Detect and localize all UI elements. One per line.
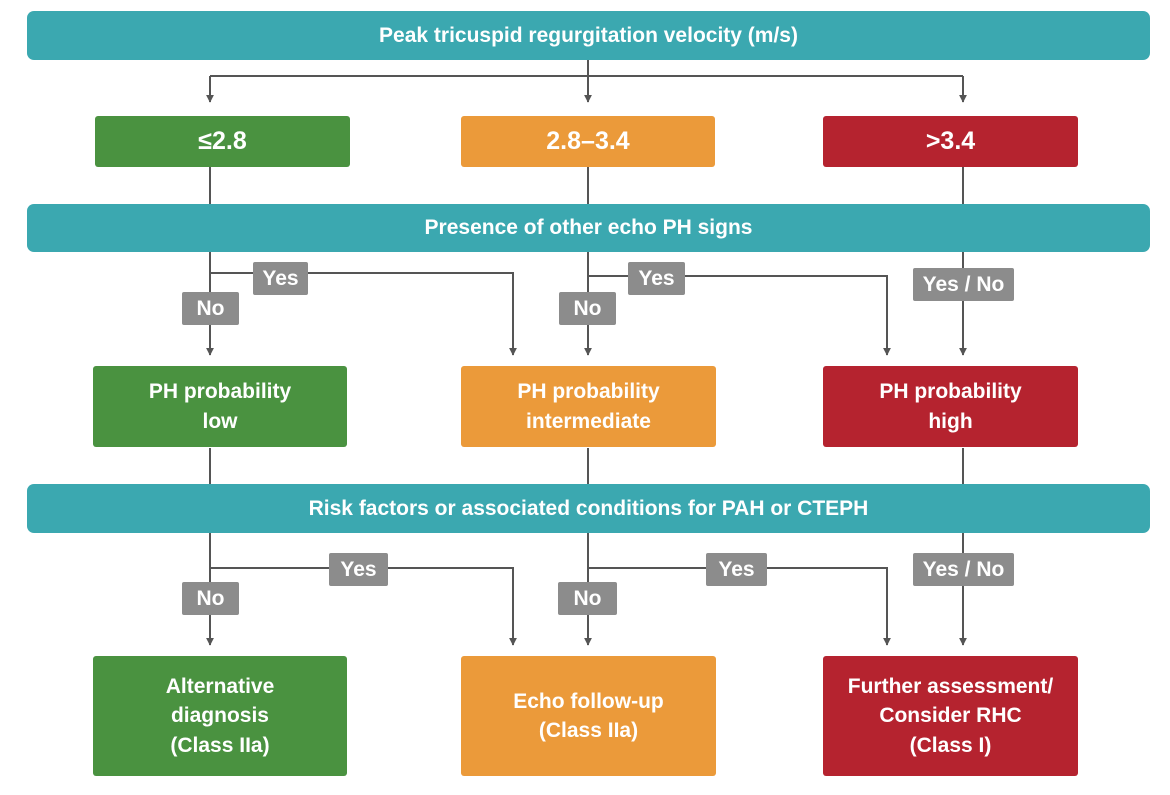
yes-label-2: Yes [628, 262, 685, 295]
risk-factors-band: Risk factors or associated conditions fo… [27, 484, 1150, 533]
yes-label-4: Yes [706, 553, 767, 586]
outcome-alternative-diagnosis-box: Alternative diagnosis (Class IIa) [93, 656, 347, 776]
outcome-alt-line3: (Class IIa) [170, 733, 270, 757]
outcome-further-line2: Consider RHC [879, 704, 1022, 728]
yes-no-label-2: Yes / No [913, 553, 1014, 586]
range-intermediate-box: 2.8–3.4 [461, 116, 715, 167]
probability-intermediate-line1: PH probability [517, 380, 660, 404]
no-label-4: No [558, 582, 617, 615]
outcome-further-assessment-box: Further assessment/ Consider RHC (Class … [823, 656, 1078, 776]
echo-signs-text: Presence of other echo PH signs [424, 216, 753, 239]
risk-factors-text: Risk factors or associated conditions fo… [308, 496, 869, 520]
yes-no-label-1: Yes / No [913, 268, 1014, 301]
tr-velocity-header: Peak tricuspid regurgitation velocity (m… [27, 11, 1150, 60]
yes-label-3: Yes [329, 553, 388, 586]
tr-velocity-header-text: Peak tricuspid regurgitation velocity (m… [379, 23, 798, 47]
probability-high-box: PH probability high [823, 366, 1078, 447]
probability-high-line1: PH probability [879, 380, 1022, 404]
range-high-label: >3.4 [925, 127, 976, 155]
yes-label-1: Yes [253, 262, 308, 295]
outcome-further-line3: (Class I) [909, 733, 992, 757]
echo-signs-band: Presence of other echo PH signs [27, 204, 1150, 252]
probability-low-line1: PH probability [148, 380, 292, 404]
no-label-1: No [182, 292, 239, 325]
outcome-alt-line2: diagnosis [170, 704, 269, 728]
outcome-further-line1: Further assessment/ [847, 674, 1054, 698]
range-intermediate-label: 2.8–3.4 [546, 127, 630, 155]
probability-low-box: PH probability low [93, 366, 347, 447]
probability-intermediate-line2: intermediate [526, 409, 651, 433]
probability-intermediate-box: PH probability intermediate [461, 366, 716, 447]
outcome-echo-follow-up-box: Echo follow-up (Class IIa) [461, 656, 716, 776]
probability-high-line2: high [928, 409, 973, 433]
outcome-alt-line1: Alternative [165, 674, 275, 698]
outcome-echo-line2: (Class IIa) [538, 719, 639, 742]
probability-low-line2: low [202, 409, 238, 433]
outcome-echo-line1: Echo follow-up [513, 689, 664, 713]
range-low-label: ≤2.8 [198, 127, 247, 155]
no-label-3: No [182, 582, 239, 615]
range-high-box: >3.4 [823, 116, 1078, 167]
no-label-2: No [559, 292, 616, 325]
range-low-box: ≤2.8 [95, 116, 350, 167]
